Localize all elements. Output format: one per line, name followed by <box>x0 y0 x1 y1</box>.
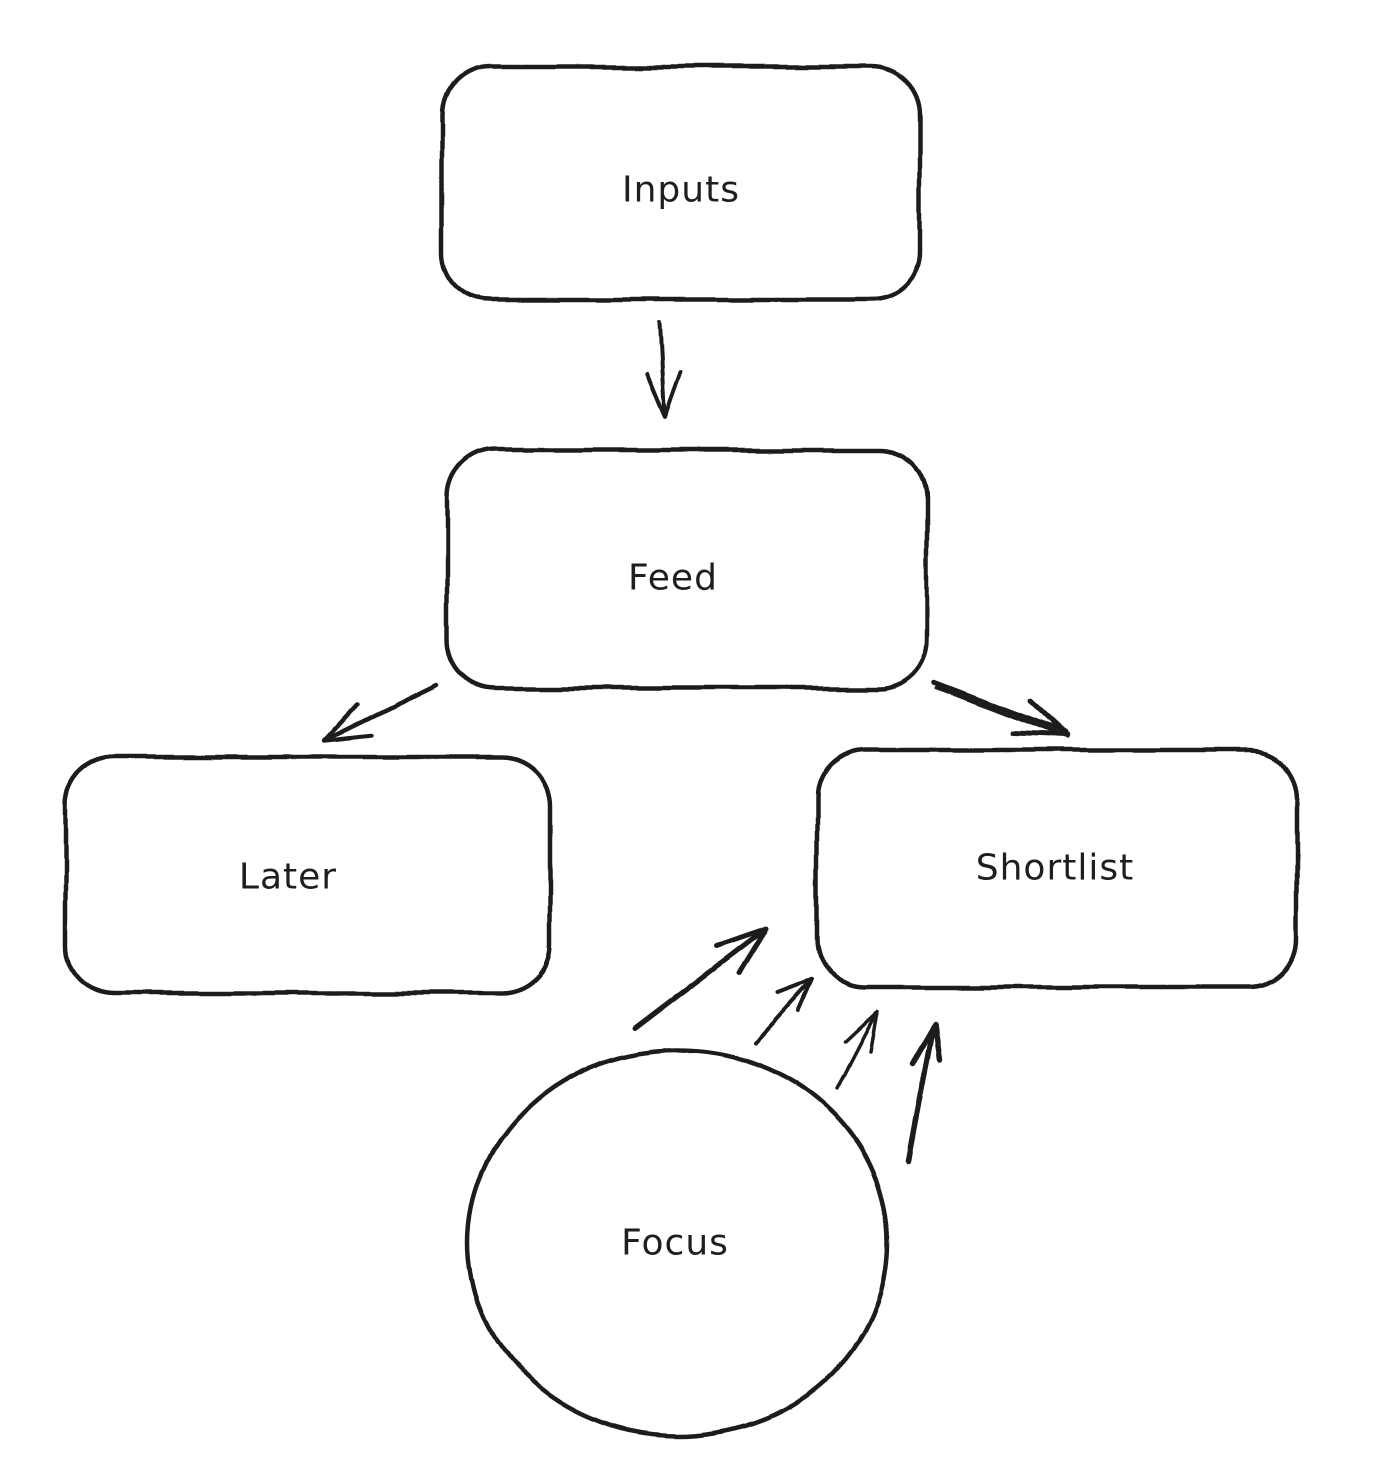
arrow-shaft <box>932 679 1069 735</box>
arrowhead-icon <box>1011 697 1071 738</box>
node-feed[interactable]: Feed <box>445 447 930 691</box>
arrow-focus-to-shortlist-2[interactable] <box>753 978 814 1045</box>
arrowhead-icon <box>909 1020 943 1066</box>
later-box <box>62 754 553 996</box>
inputs-box <box>439 64 923 303</box>
arrowhead-icon <box>321 700 375 743</box>
shortlist-label: Shortlist <box>976 848 1134 889</box>
arrow-focus-to-shortlist-4[interactable] <box>905 1020 943 1165</box>
shortlist-box <box>814 747 1300 990</box>
arrow-shaft <box>322 681 440 742</box>
arrow-feed-to-shortlist[interactable] <box>932 679 1071 739</box>
arrow-shaft <box>835 1013 877 1090</box>
arrow-feed-to-later[interactable] <box>321 681 440 743</box>
node-inputs[interactable]: Inputs <box>439 64 923 303</box>
arrow-focus-to-shortlist-3[interactable] <box>835 1010 879 1090</box>
focus-label: Focus <box>621 1223 729 1264</box>
arrow-shaft <box>632 926 768 1031</box>
node-focus[interactable]: Focus <box>465 1047 891 1439</box>
node-later[interactable]: Later <box>62 754 553 996</box>
arrow-shaft <box>936 685 1070 739</box>
arrowhead-icon <box>645 370 683 419</box>
arrowhead-icon <box>714 925 770 975</box>
arrow-inputs-to-feed[interactable] <box>645 321 683 419</box>
arrowhead-icon <box>843 1010 879 1054</box>
feed-box <box>445 447 930 691</box>
arrowhead-icon <box>776 978 814 1014</box>
arrow-shaft <box>753 980 812 1045</box>
arrow-shaft <box>658 321 667 418</box>
node-shortlist[interactable]: Shortlist <box>814 747 1300 990</box>
feed-label: Feed <box>628 558 718 599</box>
focus-circle <box>465 1047 891 1439</box>
arrow-focus-to-shortlist-1[interactable] <box>632 925 770 1031</box>
inputs-label: Inputs <box>622 170 740 211</box>
arrow-shaft <box>905 1023 936 1165</box>
later-label: Later <box>239 857 337 898</box>
